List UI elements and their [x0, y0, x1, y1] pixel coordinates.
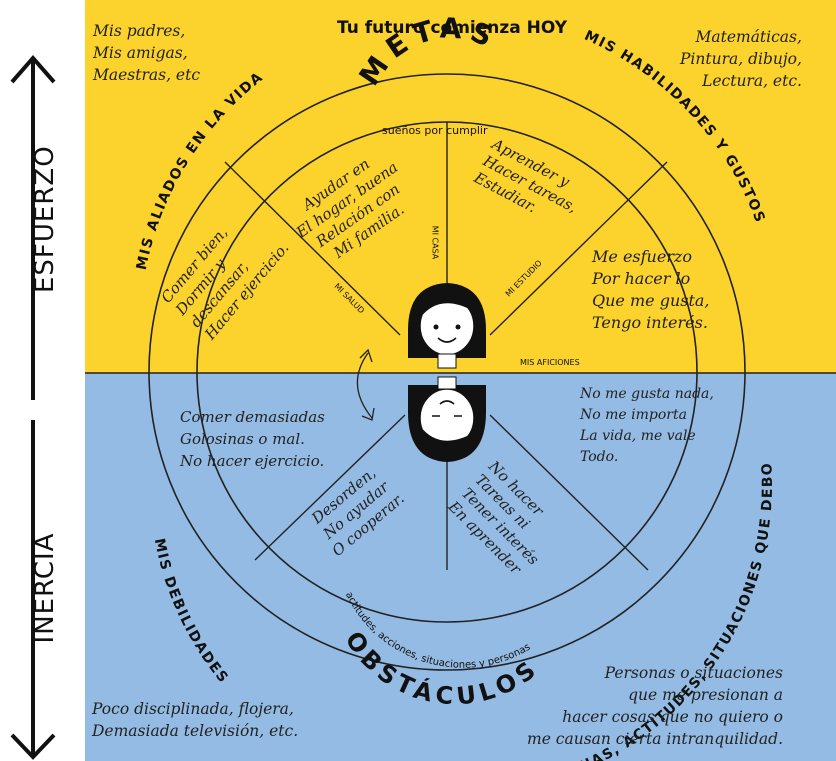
arrow-up-icon	[10, 54, 56, 84]
spoke-label-home: MI CASA	[430, 225, 440, 260]
spoke-bad-health	[254, 414, 406, 561]
sector-hobbies: Me esfuerzo Por hacer lo Que me gusta, T…	[592, 247, 710, 332]
page-title: Tu futuro comienza HOY	[337, 18, 568, 38]
spoke-bad-study	[489, 414, 649, 571]
sector-bad-health: Comer demasiadas Golosinas o mal. No hac…	[180, 408, 325, 470]
arrow-down-icon	[10, 733, 56, 760]
girl-happy-icon	[408, 283, 486, 369]
swap-arrow-icon	[356, 352, 373, 419]
avoid-note: Personas o situaciones que me presionan …	[527, 664, 784, 748]
spoke-label-hobbies: MIS AFICIONES	[520, 358, 580, 367]
weaknesses-note: Poco disciplinada, flojera, Demasiada te…	[92, 700, 299, 740]
arc-label-weaknesses: MIS DEBILIDADES	[151, 537, 232, 687]
effort-inertia-axis	[10, 54, 56, 760]
allies-note: Mis padres, Mis amigas, Maestras, etc	[93, 22, 201, 84]
center-top-subtitle: sueños por cumplir	[382, 124, 488, 137]
sector-bad-hobbies: No me gusta nada, No me importa La vida,…	[580, 386, 714, 465]
spoke-health	[224, 161, 401, 336]
skills-note: Matemáticas, Pintura, dibujo, Lectura, e…	[680, 28, 802, 90]
spoke-study	[489, 161, 668, 336]
wheel-outer-ring	[148, 73, 746, 671]
girl-sad-icon	[408, 376, 486, 462]
